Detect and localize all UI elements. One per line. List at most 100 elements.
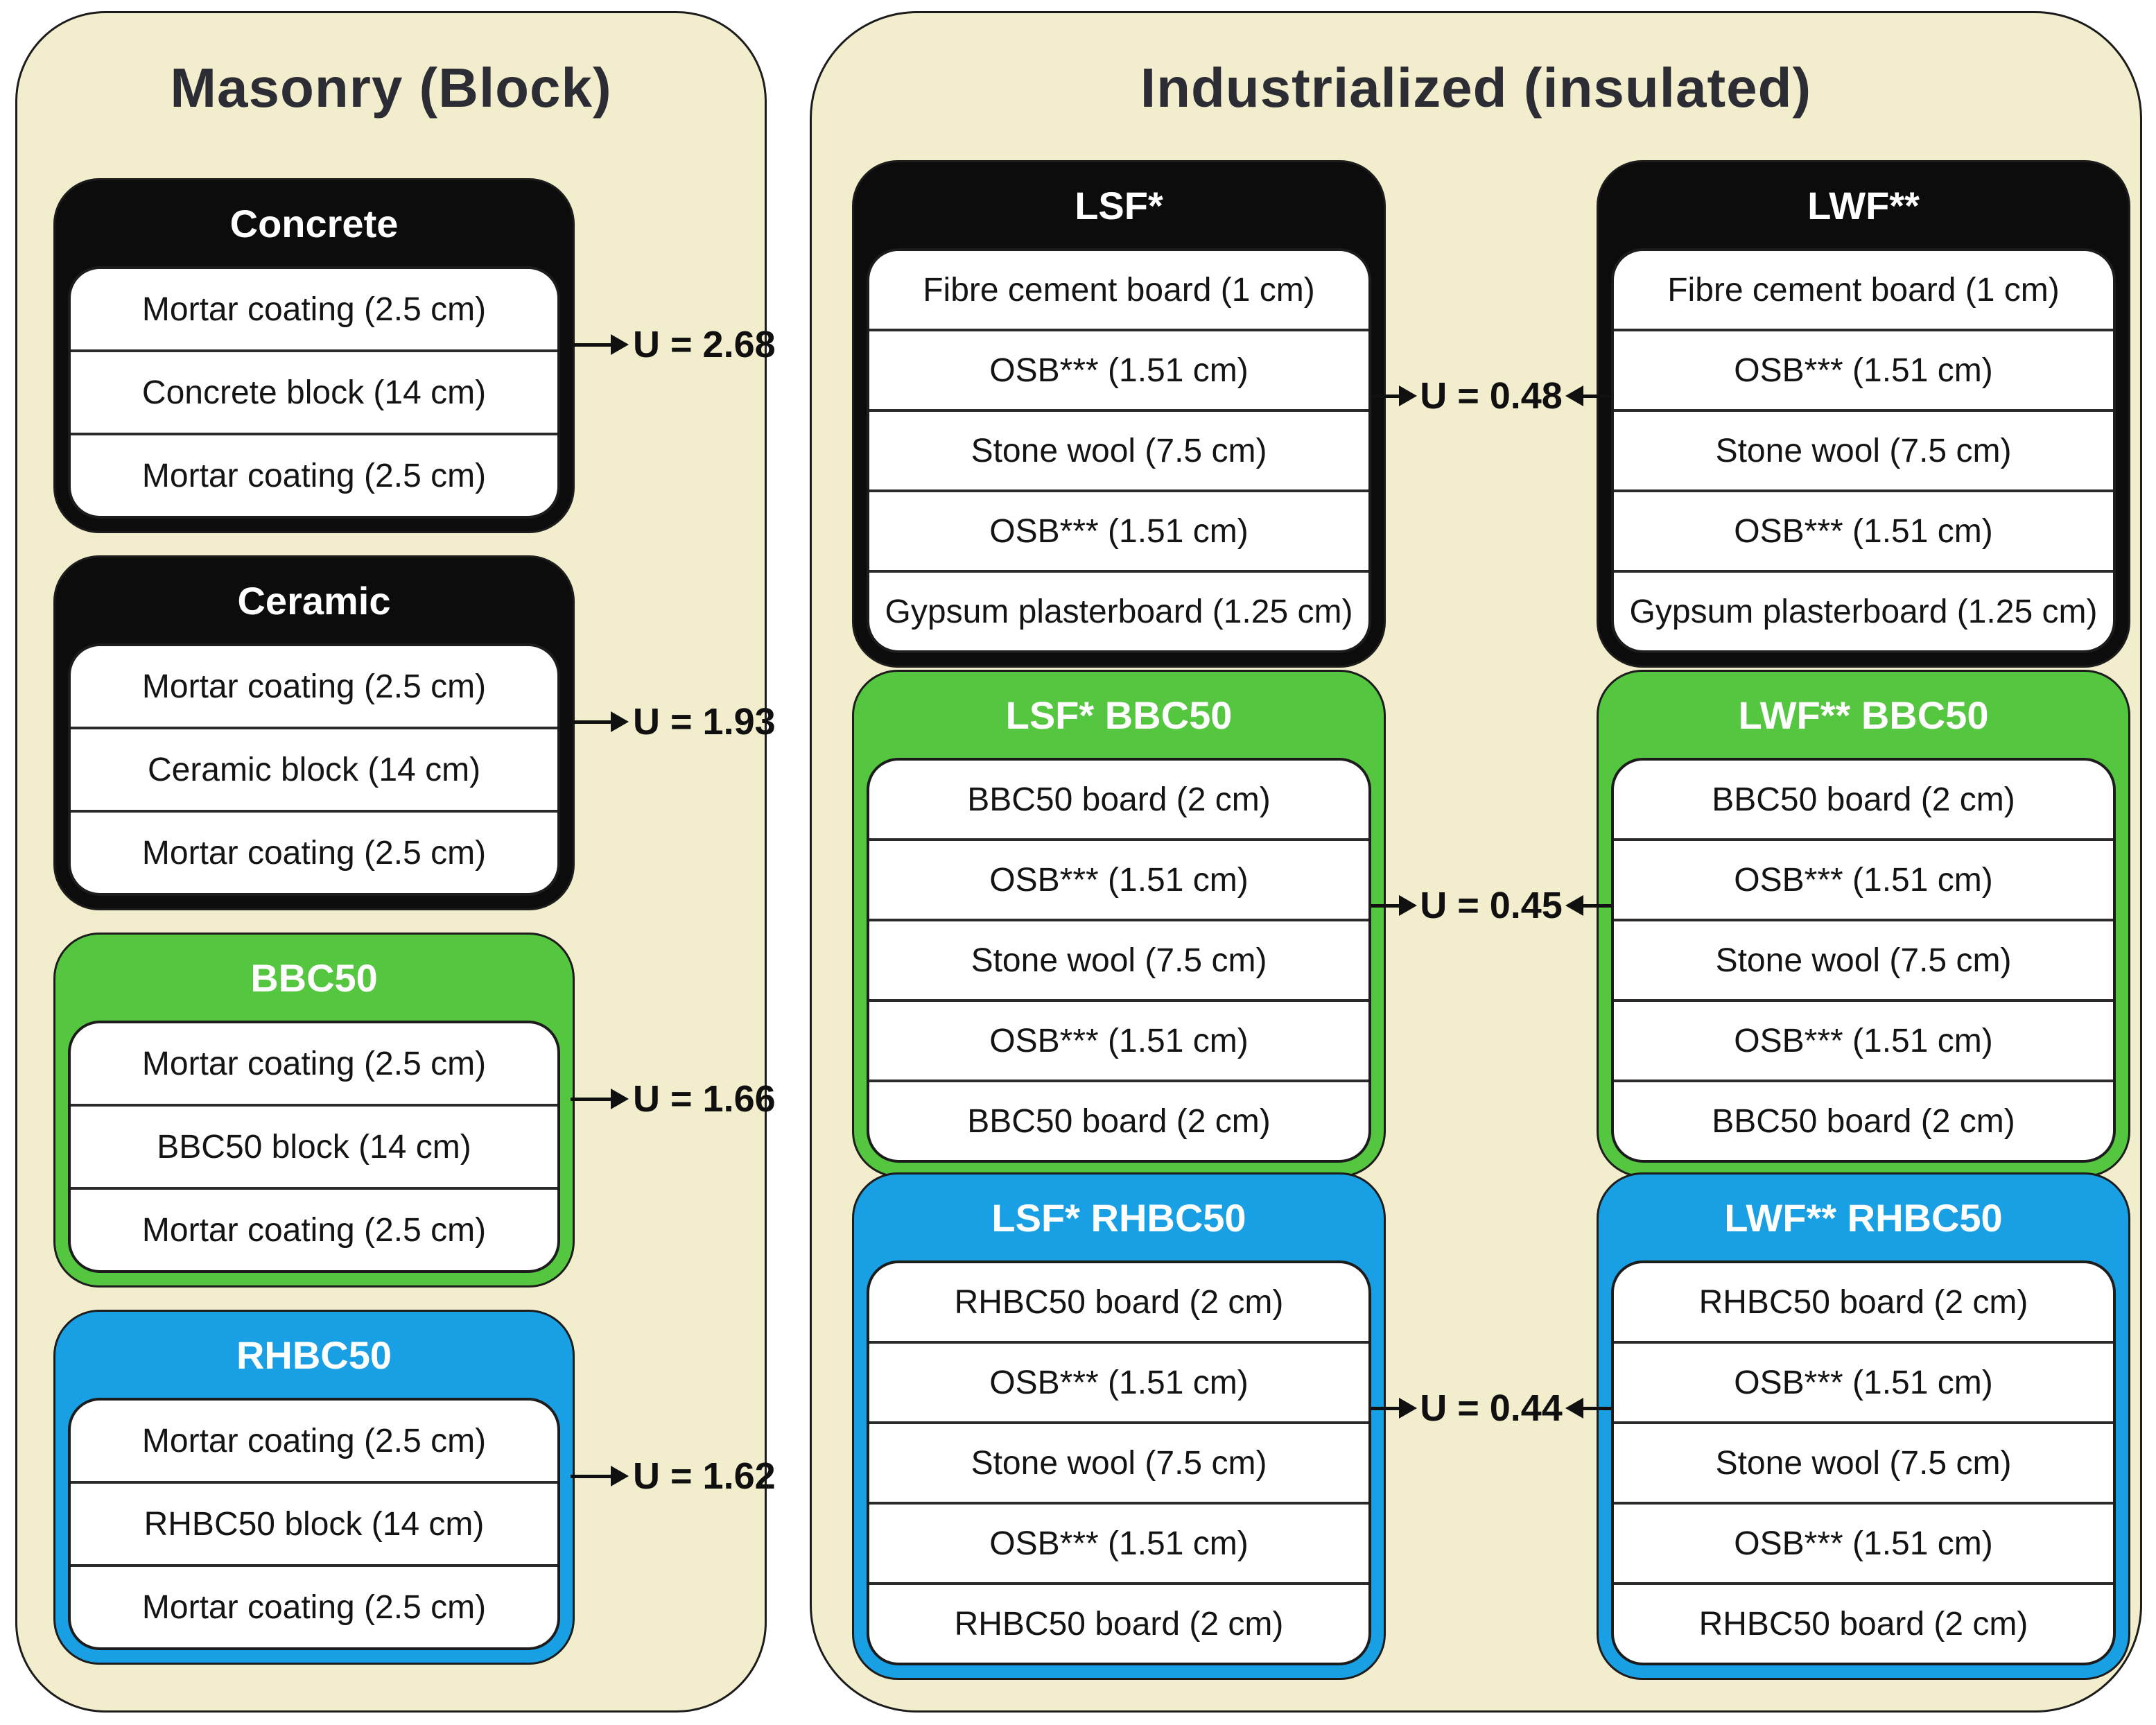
layer-row: Fibre cement board (1 cm) — [1667, 271, 2060, 309]
card-header: BBC50 — [250, 955, 378, 1000]
card-lwf-rhbc50: LWF** RHBC50 RHBC50 board (2 cm) OSB*** … — [1597, 1172, 2130, 1680]
layer-row: Fibre cement board (1 cm) — [923, 271, 1315, 309]
card-header: LSF* — [1075, 183, 1163, 227]
card-header: Concrete — [229, 201, 399, 245]
layer-row: OSB*** (1.51 cm) — [869, 489, 1368, 570]
u-value-label: U = 0.45 — [1420, 885, 1563, 926]
card-concrete: Concrete Mortar coating (2.5 cm) Concret… — [53, 178, 575, 533]
card-lsf-rhbc50: LSF* RHBC50 RHBC50 board (2 cm) OSB*** (… — [852, 1172, 1386, 1680]
layer-row: BBC50 board (2 cm) — [1712, 781, 2015, 818]
arrow-right-icon — [611, 1089, 629, 1109]
layer-row: Stone wool (7.5 cm) — [869, 409, 1368, 489]
layer-row: OSB*** (1.51 cm) — [1614, 489, 2113, 570]
layer-row: Gypsum plasterboard (1.25 cm) — [869, 570, 1368, 650]
card-layers: Fibre cement board (1 cm) OSB*** (1.51 c… — [1611, 248, 2116, 653]
layer-row: OSB*** (1.51 cm) — [869, 838, 1368, 919]
layer-row: Gypsum plasterboard (1.25 cm) — [1614, 570, 2113, 650]
arrow-line — [571, 343, 611, 347]
panel-industrialized-insulated: Industrialized (insulated) LSF* Fibre ce… — [810, 11, 2142, 1713]
card-header: RHBC50 — [236, 1333, 392, 1377]
u-value-label: U = 0.48 — [1420, 375, 1563, 417]
layer-row: Stone wool (7.5 cm) — [869, 1421, 1368, 1502]
layer-row: BBC50 board (2 cm) — [967, 781, 1271, 818]
u-value-label: U = 2.68 — [633, 324, 776, 365]
card-layers: RHBC50 board (2 cm) OSB*** (1.51 cm) Sto… — [1611, 1260, 2116, 1665]
card-lsf-bbc50: LSF* BBC50 BBC50 board (2 cm) OSB*** (1.… — [852, 670, 1386, 1177]
layer-row: OSB*** (1.51 cm) — [869, 329, 1368, 409]
layer-row: Mortar coating (2.5 cm) — [141, 1045, 487, 1082]
card-layers: Mortar coating (2.5 cm) BBC50 block (14 … — [68, 1021, 560, 1273]
u-value-callout: U = 1.66 — [571, 1078, 785, 1120]
u-value-callout: U = 0.44 — [1371, 1387, 1611, 1429]
layer-row: Mortar coating (2.5 cm) — [141, 291, 487, 328]
layer-row: RHBC50 block (14 cm) — [71, 1481, 557, 1564]
layer-row: BBC50 block (14 cm) — [71, 1104, 557, 1187]
layer-row: RHBC50 board (2 cm) — [869, 1582, 1368, 1663]
card-lwf-bbc50: LWF** BBC50 BBC50 board (2 cm) OSB*** (1… — [1597, 670, 2130, 1177]
arrow-line — [571, 720, 611, 724]
layer-row: Ceramic block (14 cm) — [71, 727, 557, 810]
card-header: Ceramic — [237, 578, 391, 623]
layer-row: Mortar coating (2.5 cm) — [71, 810, 557, 893]
panel-masonry-block: Masonry (Block) Concrete Mortar coating … — [15, 11, 776, 1713]
layer-row: RHBC50 board (2 cm) — [1698, 1283, 2028, 1321]
arrow-line — [1371, 394, 1400, 398]
arrow-line — [1371, 903, 1400, 908]
u-value-label: U = 1.62 — [633, 1455, 776, 1497]
arrow-right-icon — [1399, 1398, 1418, 1419]
arrow-left-icon — [1565, 1398, 1583, 1419]
layer-row: RHBC50 board (2 cm) — [954, 1283, 1284, 1321]
u-value-label: U = 0.44 — [1420, 1387, 1563, 1429]
layer-row: OSB*** (1.51 cm) — [869, 1341, 1368, 1421]
u-value-callout: U = 1.93 — [571, 701, 785, 743]
card-layers: Mortar coating (2.5 cm) RHBC50 block (14… — [68, 1398, 560, 1650]
u-value-callout: U = 0.48 — [1371, 375, 1611, 417]
card-rhbc50: RHBC50 Mortar coating (2.5 cm) RHBC50 bl… — [53, 1310, 575, 1665]
layer-row: OSB*** (1.51 cm) — [1614, 838, 2113, 919]
layer-row: Stone wool (7.5 cm) — [1614, 1421, 2113, 1502]
arrow-right-icon — [1399, 895, 1418, 916]
arrow-line — [1371, 1406, 1400, 1410]
layer-row: BBC50 board (2 cm) — [1614, 1080, 2113, 1160]
card-header: LWF** BBC50 — [1738, 693, 1989, 737]
card-layers: RHBC50 board (2 cm) OSB*** (1.51 cm) Sto… — [867, 1260, 1371, 1665]
layer-row: Stone wool (7.5 cm) — [869, 919, 1368, 999]
layer-row: Stone wool (7.5 cm) — [1614, 919, 2113, 999]
arrow-line — [571, 1474, 611, 1478]
layer-row: OSB*** (1.51 cm) — [1614, 999, 2113, 1080]
arrow-left-icon — [1565, 895, 1583, 916]
card-bbc50: BBC50 Mortar coating (2.5 cm) BBC50 bloc… — [53, 933, 575, 1288]
layer-row: BBC50 board (2 cm) — [869, 1080, 1368, 1160]
card-header: LSF* BBC50 — [1005, 693, 1233, 737]
layer-row: OSB*** (1.51 cm) — [1614, 1341, 2113, 1421]
card-layers: Mortar coating (2.5 cm) Concrete block (… — [68, 266, 560, 519]
layer-row: Mortar coating (2.5 cm) — [71, 433, 557, 516]
layer-row: OSB*** (1.51 cm) — [869, 999, 1368, 1080]
arrow-right-icon — [611, 334, 629, 355]
layer-row: OSB*** (1.51 cm) — [1614, 329, 2113, 409]
u-value-label: U = 1.93 — [633, 701, 776, 743]
card-lwf: LWF** Fibre cement board (1 cm) OSB*** (… — [1597, 160, 2130, 668]
layer-row: Mortar coating (2.5 cm) — [141, 1422, 487, 1459]
u-value-callout: U = 2.68 — [571, 324, 785, 365]
layer-row: Mortar coating (2.5 cm) — [71, 1564, 557, 1647]
u-value-callout: U = 1.62 — [571, 1455, 785, 1497]
arrow-line — [571, 1097, 611, 1101]
arrow-line — [1583, 1406, 1611, 1410]
layer-row: Mortar coating (2.5 cm) — [141, 668, 487, 705]
card-layers: Mortar coating (2.5 cm) Ceramic block (1… — [68, 643, 560, 896]
u-value-callout: U = 0.45 — [1371, 885, 1611, 926]
card-header: LSF* RHBC50 — [991, 1195, 1246, 1240]
arrow-line — [1583, 394, 1611, 398]
card-layers: BBC50 board (2 cm) OSB*** (1.51 cm) Ston… — [1611, 758, 2116, 1163]
card-lsf: LSF* Fibre cement board (1 cm) OSB*** (1… — [852, 160, 1386, 668]
card-ceramic: Ceramic Mortar coating (2.5 cm) Ceramic … — [53, 555, 575, 910]
card-layers: Fibre cement board (1 cm) OSB*** (1.51 c… — [867, 248, 1371, 653]
u-value-label: U = 1.66 — [633, 1078, 776, 1120]
card-header: LWF** — [1807, 183, 1920, 227]
layer-row: Stone wool (7.5 cm) — [1614, 409, 2113, 489]
layer-row: OSB*** (1.51 cm) — [1614, 1502, 2113, 1582]
layer-row: Mortar coating (2.5 cm) — [71, 1187, 557, 1270]
arrow-line — [1583, 903, 1611, 908]
